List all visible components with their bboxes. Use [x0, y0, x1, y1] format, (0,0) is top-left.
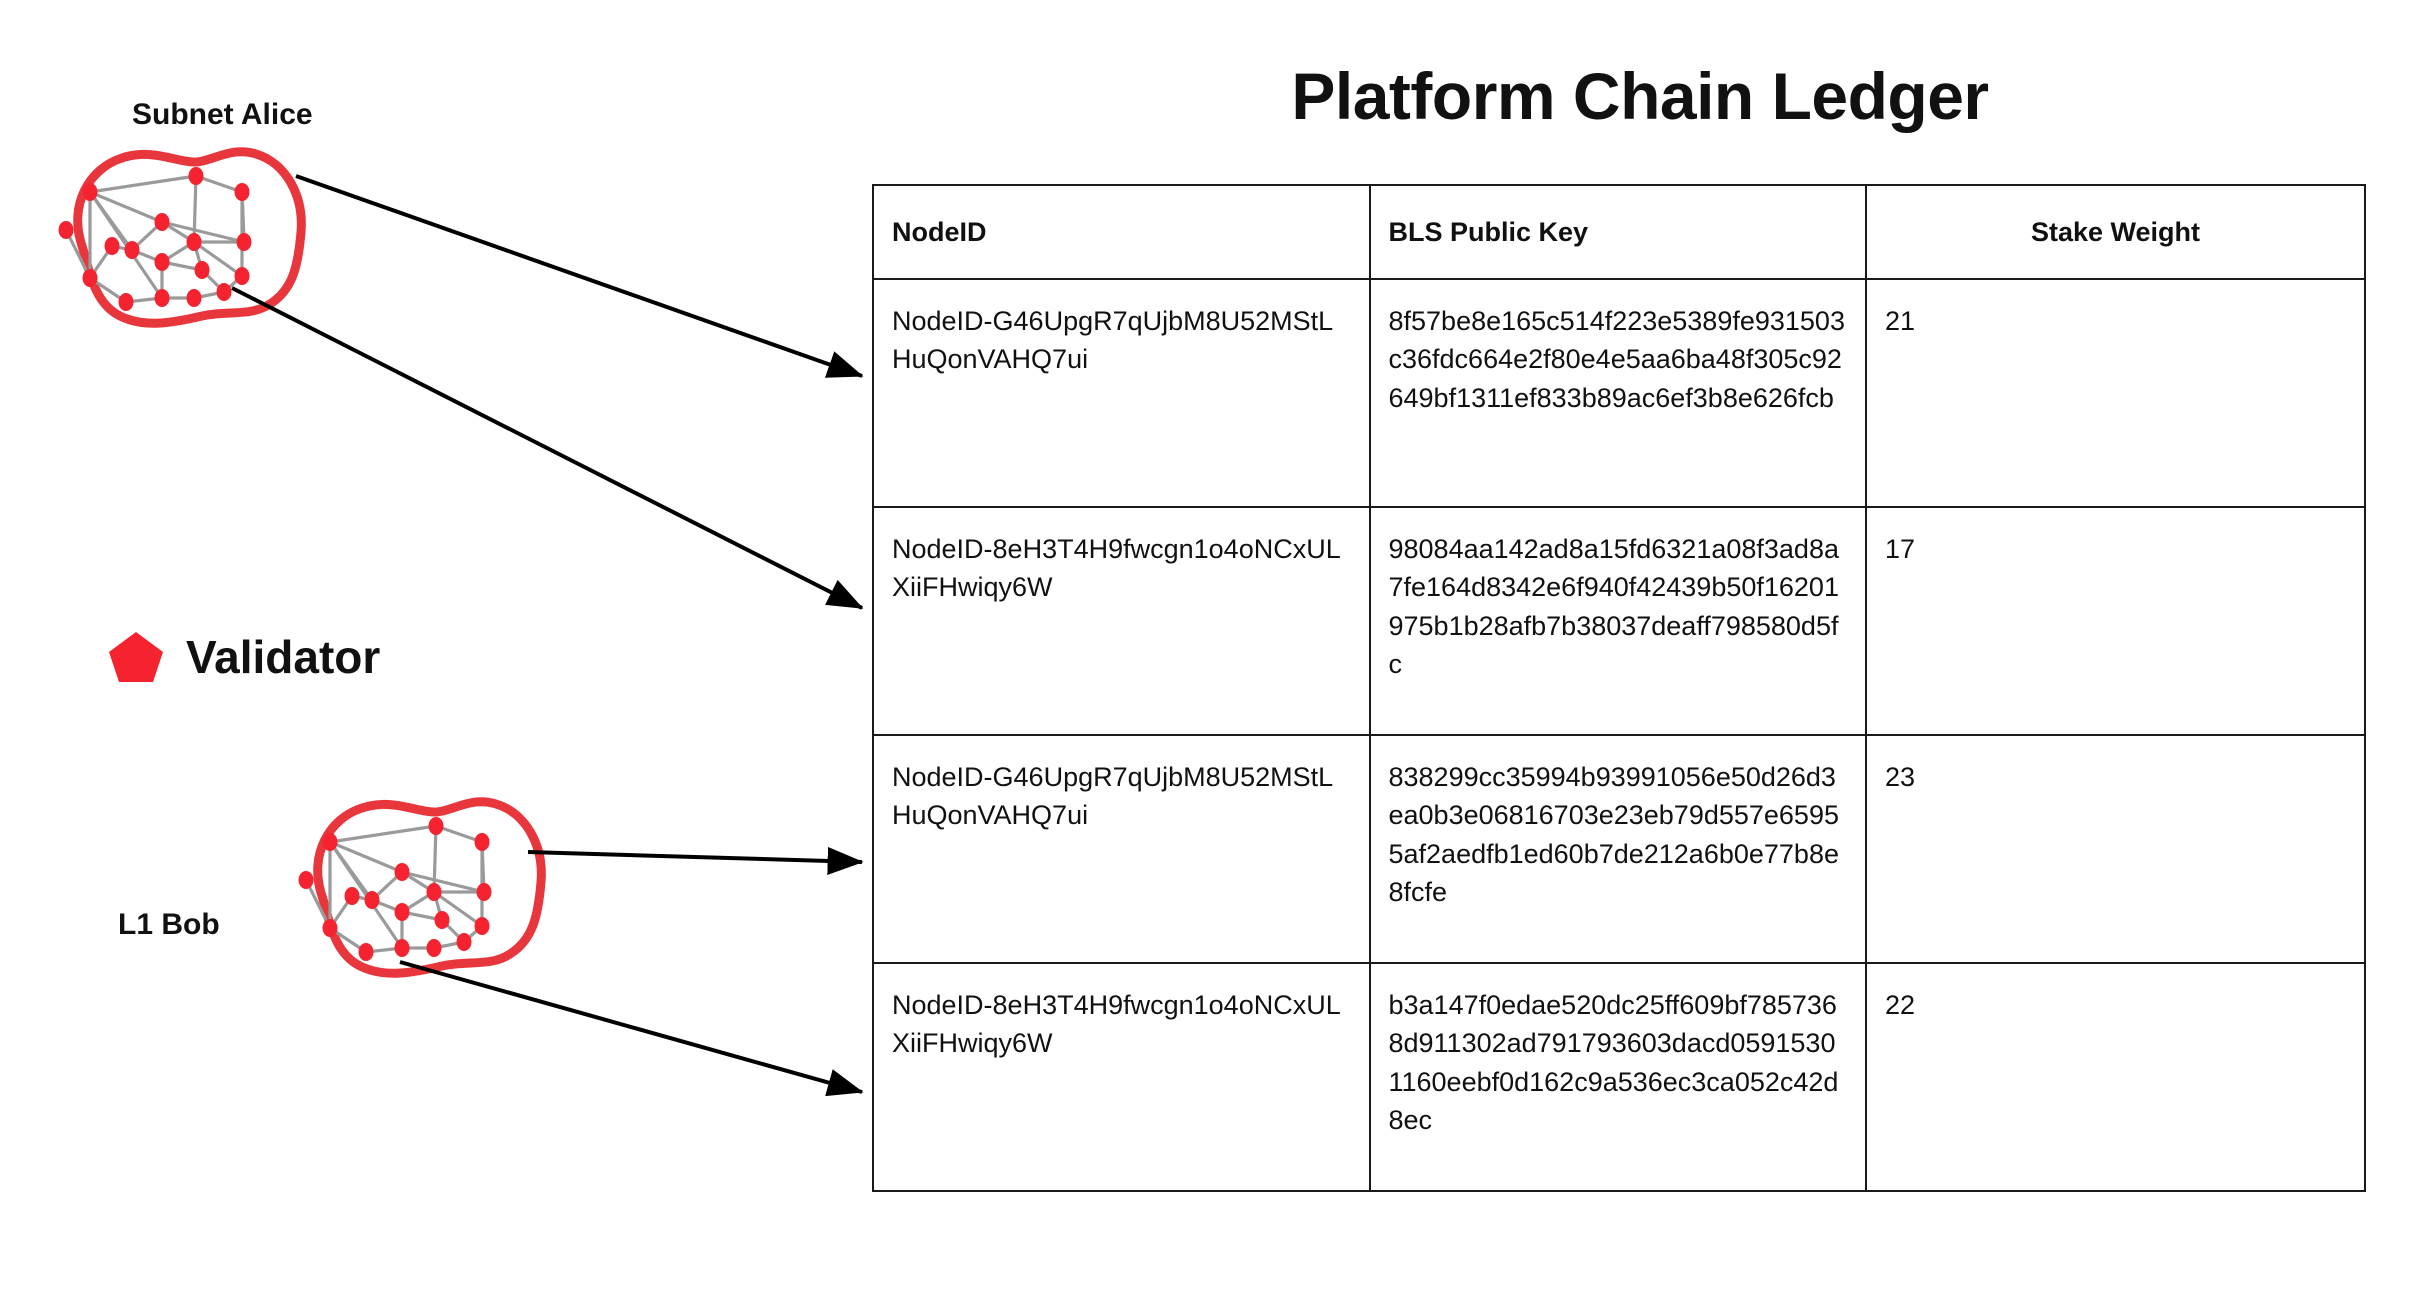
subnet-alice-blob-outline: [73, 147, 306, 328]
table-row: NodeID-G46UpgR7qUjbM8U52MStLHuQonVAHQ7ui…: [872, 734, 2366, 964]
cell-nodeid: NodeID-G46UpgR7qUjbM8U52MStLHuQonVAHQ7ui: [872, 278, 1371, 508]
legend-validator-label: Validator: [186, 631, 381, 683]
page-title: Platform Chain Ledger: [1291, 59, 1989, 133]
cell-bls-public-key: 98084aa142ad8a15fd6321a08f3ad8a7fe164d83…: [1368, 506, 1867, 736]
table-header-row: NodeID BLS Public Key Stake Weight: [872, 184, 2366, 280]
column-header-nodeid: NodeID: [872, 184, 1371, 280]
l1-bob-network: [298, 797, 546, 978]
cell-nodeid: NodeID-G46UpgR7qUjbM8U52MStLHuQonVAHQ7ui: [872, 734, 1371, 964]
l1-bob-nodes: [298, 817, 492, 961]
table-row: NodeID-8eH3T4H9fwcgn1o4oNCxULXiiFHwiqy6W…: [872, 962, 2366, 1192]
cell-stake-weight: 17: [1865, 506, 2366, 736]
l1-bob-blob-outline: [313, 797, 546, 978]
cell-stake-weight: 21: [1865, 278, 2366, 508]
column-header-bls-public-key: BLS Public Key: [1368, 184, 1867, 280]
table-row: NodeID-G46UpgR7qUjbM8U52MStLHuQonVAHQ7ui…: [872, 278, 2366, 508]
cell-stake-weight: 23: [1865, 734, 2366, 964]
cell-nodeid: NodeID-8eH3T4H9fwcgn1o4oNCxULXiiFHwiqy6W: [872, 962, 1371, 1192]
table-row: NodeID-8eH3T4H9fwcgn1o4oNCxULXiiFHwiqy6W…: [872, 506, 2366, 736]
arrow-bob-to-row4: [399, 960, 864, 1097]
arrow-bob-to-row3: [527, 846, 864, 875]
cell-stake-weight: 22: [1865, 962, 2366, 1192]
subnet-alice-label: Subnet Alice: [132, 98, 313, 131]
arrow-alice-to-row2: [231, 286, 864, 610]
platform-chain-ledger-table: NodeID BLS Public Key Stake Weight NodeI…: [872, 184, 2366, 1192]
l1-bob-label: L1 Bob: [118, 908, 220, 941]
cell-nodeid: NodeID-8eH3T4H9fwcgn1o4oNCxULXiiFHwiqy6W: [872, 506, 1371, 736]
pentagon-icon: [109, 632, 163, 682]
cell-bls-public-key: 8f57be8e165c514f223e5389fe931503c36fdc66…: [1368, 278, 1867, 508]
legend-validator: Validator: [108, 630, 380, 684]
subnet-alice-nodes: [58, 167, 252, 311]
subnet-alice-network: [58, 147, 306, 328]
cell-bls-public-key: 838299cc35994b93991056e50d26d3ea0b3e0681…: [1368, 734, 1867, 964]
arrow-alice-to-row1: [295, 174, 864, 378]
column-header-stake-weight: Stake Weight: [1865, 184, 2366, 280]
cell-bls-public-key: b3a147f0edae520dc25ff609bf7857368d911302…: [1368, 962, 1867, 1192]
